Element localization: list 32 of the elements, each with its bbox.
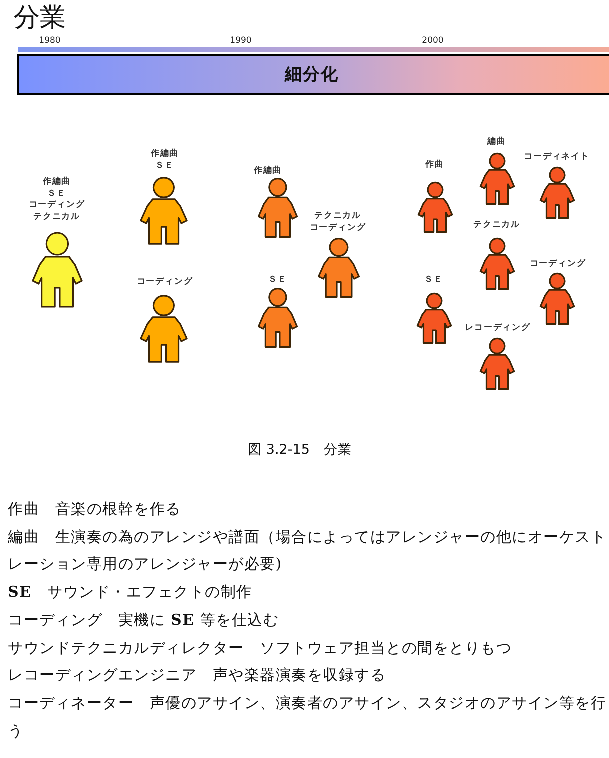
description-text: サウンドテクニカルディレクター ソフトウェア担当との間をとりもつ [8,638,513,659]
description-text: レコーディングエンジニア 声や楽器演奏を収録する [8,665,387,686]
role-label: コーディネイト [524,152,590,164]
role-label: レコーディング [465,323,531,334]
year-label: 2000 [422,37,444,46]
role-label: ＳＥ [48,188,66,200]
role-label: コーディング [28,200,86,212]
description-text: SE サウンド・エフェクトの制作 [8,582,254,604]
timeline-band [17,54,609,95]
description-text: 編曲 生演奏の為のアレンジや譜面（場合によってはアレンジャーの他にオーケストレーション専用のアレンジャーが必要) [8,526,608,576]
role-label: ＳＥ [268,275,288,286]
role-label: ＳＥ [424,275,444,286]
year-label: 1990 [230,37,252,46]
figure-caption: 図 3.2-15 分業 [248,442,352,459]
role-label: 作編曲 [254,166,282,178]
role-label: コーディング [136,277,194,288]
role-label: テクニカル [314,211,362,222]
role-label: ＳＥ [156,160,174,172]
description-text: コーディング 実機に SE 等を仕込む [8,610,280,631]
role-label: 作編曲 [42,177,72,188]
role-label: テクニカル [34,212,80,223]
title: 分業 [14,2,66,34]
role-label: 編曲 [488,137,506,148]
role-label: 作曲 [426,160,444,172]
role-label: コーディング [310,222,366,234]
role-label: コーディング [530,259,586,270]
description-text: コーディネーター 声優のアサイン、演奏者のアサイン、スタジオのアサイン等を行う [8,692,608,742]
year-label: 1980 [39,37,61,46]
role-label: テクニカル [474,220,520,232]
role-label: 作編曲 [150,149,180,160]
band-label: 細分化 [285,64,339,86]
description-text: 作曲 音楽の根幹を作る [8,499,182,520]
